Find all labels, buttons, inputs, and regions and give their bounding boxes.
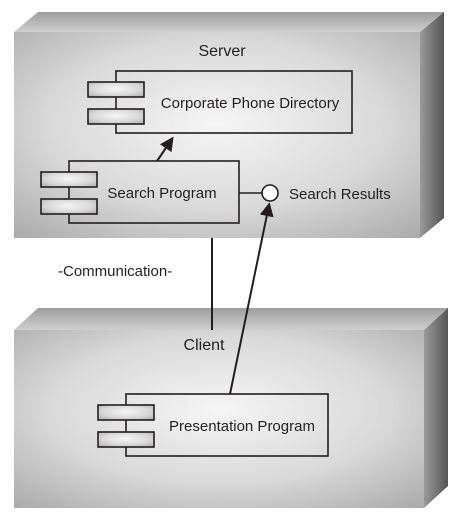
component-label: Corporate Phone Directory xyxy=(161,95,340,112)
component-presentation-program: Presentation Program xyxy=(97,393,329,457)
component-body xyxy=(115,70,353,134)
interface-circle xyxy=(261,184,279,202)
client-node-face xyxy=(14,330,424,508)
component-label: Presentation Program xyxy=(169,418,315,435)
client-node-top xyxy=(14,308,448,330)
component-port-icon xyxy=(40,198,98,215)
server-node-side xyxy=(420,12,444,238)
client-node-label: Client xyxy=(184,337,225,354)
communication-label: -Communication- xyxy=(58,263,172,280)
component-port-icon xyxy=(97,431,155,448)
server-node-top xyxy=(14,12,444,32)
interface-search-results: Search Results xyxy=(239,184,391,203)
component-body xyxy=(125,393,329,457)
component-search-program: Search Program xyxy=(40,160,240,224)
component-label: Search Program xyxy=(107,185,216,202)
component-corporate-phone-directory: Corporate Phone Directory xyxy=(87,70,353,134)
client-node-side xyxy=(424,308,448,508)
client-node: Client xyxy=(14,308,448,508)
server-node-label: Server xyxy=(198,43,246,60)
component-body xyxy=(68,160,240,224)
usage-arrow xyxy=(229,202,274,395)
component-port-icon xyxy=(97,404,155,421)
component-port-icon xyxy=(40,171,98,188)
dependency-arrow xyxy=(156,136,174,162)
component-port-icon xyxy=(87,108,145,125)
interface-label: Search Results xyxy=(289,186,391,203)
component-port-icon xyxy=(87,81,145,98)
